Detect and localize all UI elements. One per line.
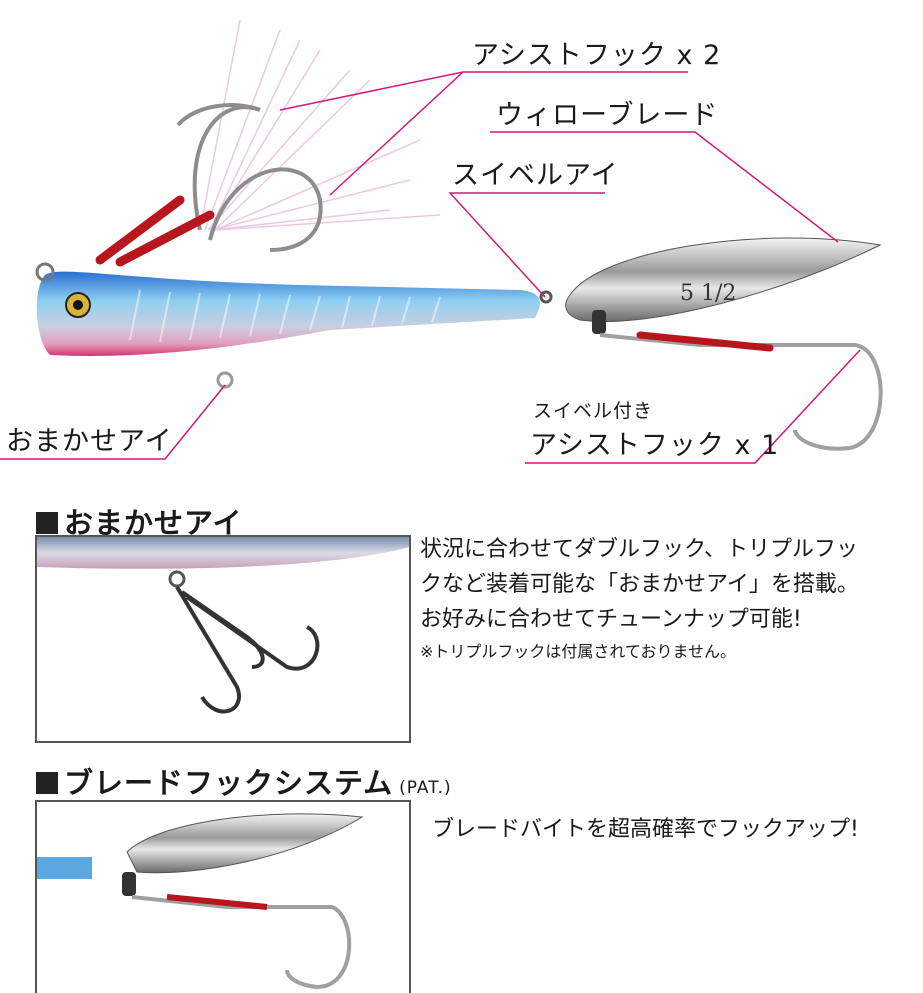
assist-cords xyxy=(95,195,215,267)
omakase-eye-description: 状況に合わせてダブルフック、トリプルフッ クなど装着可能な「おまかせアイ」を搭載… xyxy=(420,532,859,667)
lure-illustration: 5 1/2 xyxy=(0,19,883,464)
omakase-eye-closeup-image xyxy=(35,535,411,743)
blade-hook-description: ブレードバイトを超高確率でフックアップ! xyxy=(432,817,859,842)
square-bullet-icon xyxy=(36,772,58,794)
assist-hooks xyxy=(176,103,323,252)
blade-hook-closeup-image xyxy=(35,800,411,993)
description-note: ※トリプルフックは付属されておりません。 xyxy=(420,642,736,661)
lure-body xyxy=(36,271,541,356)
callout-willow-blade: ウィローブレード xyxy=(496,100,719,131)
swivel xyxy=(592,310,606,334)
callout-swivel-attached: スイベル付き xyxy=(533,400,654,422)
section-title-omakase-eye: おまかせアイ xyxy=(36,500,243,542)
description-line: 状況に合わせてダブルフック、トリプルフッ xyxy=(420,537,859,562)
callout-assist-hook-x1: アシストフック x 1 xyxy=(530,430,780,461)
swivel-eye-ring xyxy=(539,290,553,304)
callout-omakase-eye: おまかせアイ xyxy=(6,426,173,457)
square-bullet-icon xyxy=(36,512,58,534)
description-line: クなど装着可能な「おまかせアイ」を搭載。 xyxy=(420,572,859,597)
patent-label: (PAT.) xyxy=(399,778,452,798)
callout-assist-hook-x2: アシストフック x 2 xyxy=(472,40,722,71)
willow-blade xyxy=(565,237,882,323)
front-eye-ring xyxy=(35,262,55,282)
omakase-eye-ring xyxy=(216,371,234,389)
single-assist-hook xyxy=(599,333,883,451)
callout-swivel-eye: スイベルアイ xyxy=(452,160,619,191)
section-title-blade-hook-system: ブレードフックシステム(PAT.) xyxy=(36,760,452,802)
section-title-text: ブレードフックシステム xyxy=(64,766,394,800)
section-title-text: おまかせアイ xyxy=(64,506,243,540)
blade-marking: 5 1/2 xyxy=(680,281,736,306)
description-line: お好みに合わせてチューンナップ可能! xyxy=(420,607,802,632)
